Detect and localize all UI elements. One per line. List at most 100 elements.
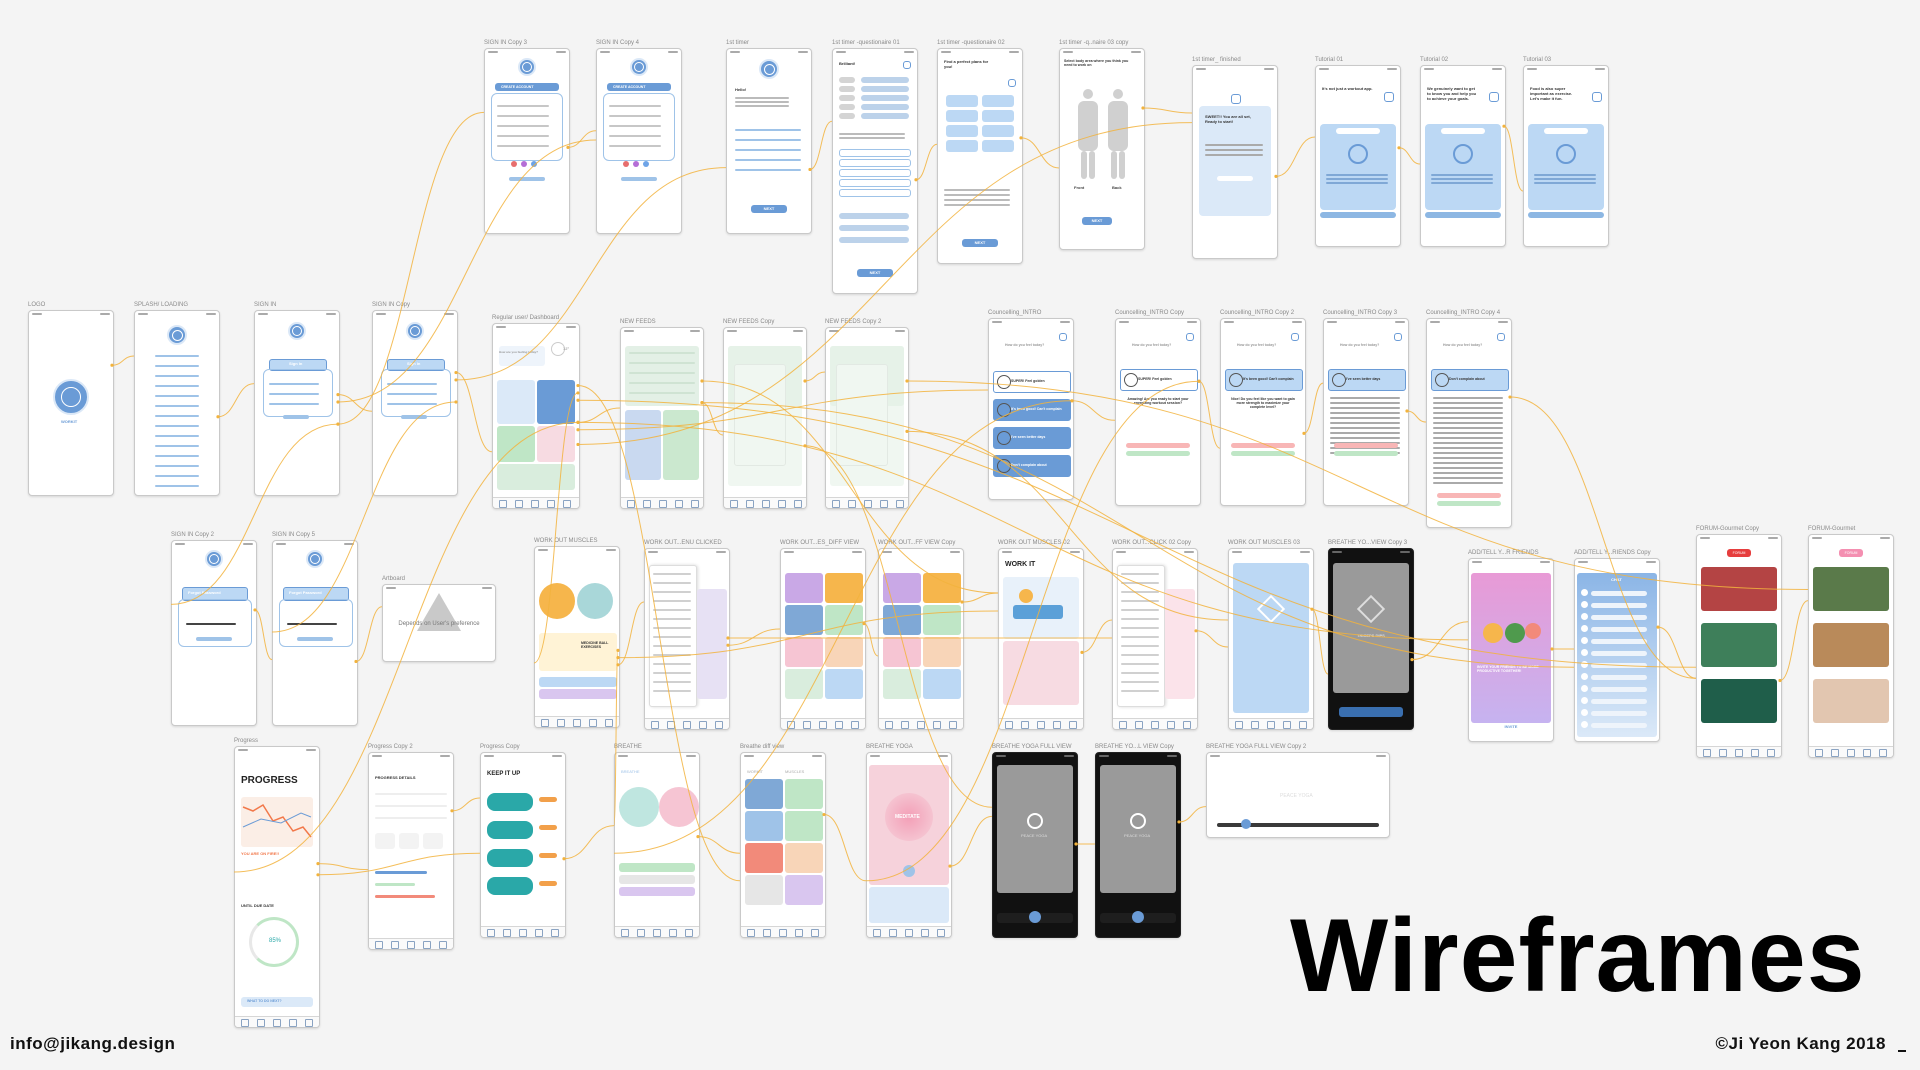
text-placeholder-line — [629, 382, 695, 384]
screen-frame[interactable] — [134, 310, 220, 496]
text-placeholder-line — [735, 139, 801, 141]
screen-frame[interactable]: TRICEPS DIPS — [1328, 548, 1414, 730]
breathe-tile — [745, 843, 783, 873]
flow-arrow-start — [336, 422, 340, 426]
text-placeholder-line — [653, 681, 691, 683]
screen-frame[interactable]: PEACE YOGA — [1206, 752, 1390, 838]
battery-indicator — [206, 313, 216, 315]
tab-icon — [305, 1019, 313, 1027]
screen-frame[interactable]: CHAT — [1574, 558, 1660, 742]
battery-indicator — [1595, 68, 1605, 70]
time-indicator — [829, 330, 839, 332]
screen-frame[interactable]: Sign In — [254, 310, 340, 496]
screen-frame[interactable]: How do you feel today?SUPER! Feel golden… — [988, 318, 1074, 500]
text-placeholder-line — [1534, 174, 1596, 176]
page-title: Wireframes — [1290, 898, 1866, 1014]
chat-avatar — [1581, 649, 1588, 656]
screen-frame[interactable]: We genuinely want to get to know you and… — [1420, 65, 1506, 247]
screen-frame[interactable]: How do you feel today?I've seen better d… — [1323, 318, 1409, 506]
next-button[interactable]: NEXT — [1082, 217, 1112, 225]
text-placeholder-line — [1433, 427, 1503, 429]
screen-frame[interactable] — [620, 327, 704, 509]
next-button[interactable]: NEXT — [857, 269, 893, 277]
goal-card — [497, 426, 535, 462]
screen-frame[interactable] — [723, 327, 807, 509]
screen-frame[interactable]: INVITE YOUR FRIENDS TO BE MORE PRODUCTIV… — [1468, 558, 1554, 742]
video-area — [1003, 641, 1079, 705]
flow-arrow-start — [1397, 146, 1401, 150]
flow-arrow — [217, 383, 255, 418]
mood-option — [1225, 369, 1303, 391]
time-indicator — [376, 313, 386, 315]
screen-frame[interactable]: MEDITATE — [866, 752, 952, 938]
screen-frame[interactable] — [780, 548, 866, 730]
flow-arrow-start — [726, 636, 730, 640]
screen-frame[interactable]: WORK IT — [998, 548, 1084, 730]
screen-frame[interactable]: Forgot Password — [272, 540, 358, 726]
screen-frame[interactable]: CREATE ACCOUNT — [596, 48, 682, 234]
muscle-tile — [825, 573, 863, 603]
forgot-password-label: Forgot Password — [289, 590, 322, 595]
tutorial-footer — [1425, 212, 1501, 218]
chat-avatar — [1581, 685, 1588, 692]
screen-frame[interactable]: Food is also super important as exercise… — [1523, 65, 1609, 247]
screen-frame[interactable]: BREATHE — [614, 752, 700, 938]
tab-icon — [1167, 721, 1175, 729]
frame-label: NEW FEEDS — [620, 319, 656, 325]
footer-email[interactable]: info@jikang.design — [10, 1034, 176, 1053]
screen-frame[interactable] — [644, 548, 730, 730]
text-placeholder-line — [1330, 402, 1400, 404]
battery-indicator — [1376, 755, 1386, 757]
battery-indicator — [793, 330, 803, 332]
screen-frame[interactable]: WORKIT — [28, 310, 114, 496]
screen-frame[interactable]: PROGRESS DETAILS — [368, 752, 454, 950]
tab-icon — [1135, 721, 1143, 729]
frame-label: BREATHE YOGA — [866, 744, 913, 750]
screen-frame[interactable]: How do you feel today?Don't complain abo… — [1426, 318, 1512, 528]
flow-arrow-start — [1550, 647, 1554, 651]
body-figure — [1108, 101, 1128, 151]
screen-frame[interactable]: KEEP IT UP — [480, 752, 566, 938]
screen-frame[interactable]: How are you feeling today?12° — [492, 323, 580, 509]
screen-frame[interactable]: PEACE YOGA — [992, 752, 1078, 938]
screen-frame[interactable]: It's not just a workout app. — [1315, 65, 1401, 247]
screen-frame[interactable]: CREATE ACCOUNT — [484, 48, 570, 234]
screen-frame[interactable]: Forgot Password — [171, 540, 257, 726]
screen-frame[interactable]: MEDICINE BALL EXERCISES — [534, 546, 620, 728]
mood-icon — [997, 431, 1011, 445]
next-button[interactable]: INVITE — [1485, 723, 1537, 731]
next-button[interactable]: NEXT — [962, 239, 998, 247]
screen-frame[interactable]: How do you feel today?It's been good! Ca… — [1220, 318, 1306, 506]
tab-icon — [627, 500, 635, 508]
mood-label: I've seen better days — [1011, 435, 1046, 439]
greeting-question: How are you feeling today? — [499, 350, 539, 354]
counselling-question: How do you feel today? — [1443, 343, 1483, 347]
screen-frame[interactable]: Sign In — [372, 310, 458, 496]
flow-arrow-start — [616, 648, 620, 653]
text-placeholder-line — [1205, 149, 1263, 151]
time-indicator — [1224, 321, 1234, 323]
text-placeholder-line — [1433, 442, 1503, 444]
frame-label: LOGO — [28, 302, 46, 308]
screen-frame[interactable]: SWEET!! You are all set, Ready to start! — [1192, 65, 1278, 259]
sign-in-label: Sign In — [289, 361, 303, 366]
screen-frame[interactable]: Select body area where you think you nee… — [1059, 48, 1145, 250]
screen-frame[interactable]: How do you feel today?SUPER! Feel golden… — [1115, 318, 1201, 506]
next-button[interactable]: NEXT — [751, 205, 787, 213]
text-placeholder-line — [387, 383, 437, 385]
heart-card — [537, 380, 575, 424]
muscle-tile — [785, 637, 823, 667]
screen-frame[interactable] — [1228, 548, 1314, 730]
battery-indicator — [100, 313, 110, 315]
time-indicator — [1424, 68, 1434, 70]
screen-frame[interactable]: Hello!NEXT — [726, 48, 812, 234]
body-leg — [1119, 151, 1125, 179]
screen-frame[interactable] — [878, 548, 964, 730]
screen-frame[interactable]: Find a perfect plans for you!NEXT — [937, 48, 1023, 264]
screen-frame[interactable]: PEACE YOGA — [1095, 752, 1181, 938]
screen-frame[interactable]: FORUM — [1808, 534, 1894, 758]
tab-bar — [481, 926, 565, 937]
checkbox-row — [839, 169, 911, 177]
